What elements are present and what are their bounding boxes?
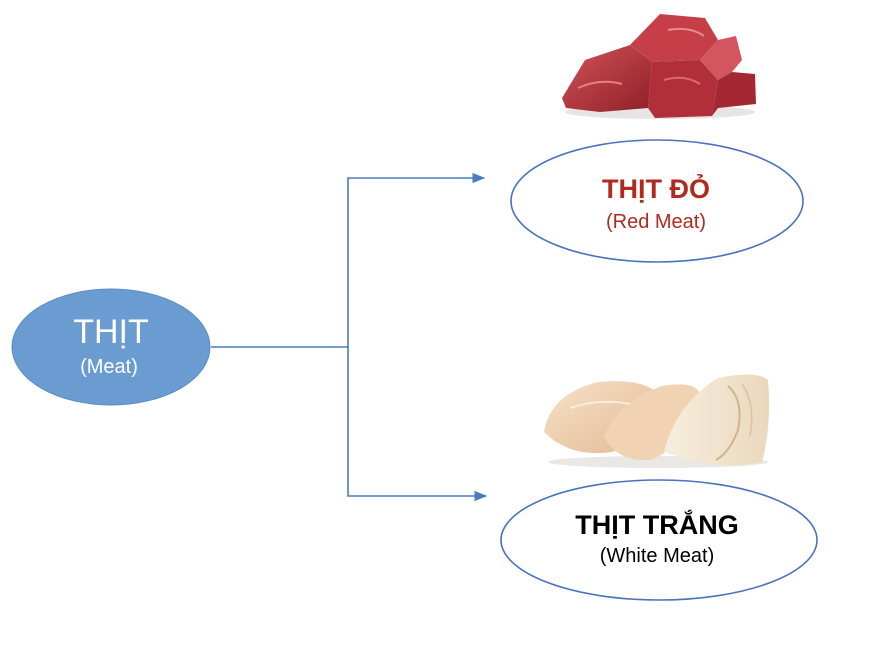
white-meat-image (544, 374, 770, 468)
connectors (211, 172, 488, 502)
edge-to-red-meat (347, 172, 486, 347)
node-red-meat-shape (510, 139, 804, 263)
edge-to-white-meat (347, 347, 488, 502)
node-white-meat: THỊT TRẮNG (White Meat) (500, 479, 818, 601)
node-meat-shape (11, 288, 211, 406)
node-red-meat-title: THỊT ĐỎ (602, 172, 710, 204)
node-white-meat-subtitle: (White Meat) (600, 545, 714, 567)
node-meat-subtitle: (Meat) (80, 356, 138, 378)
node-white-meat-title: THỊT TRẮNG (575, 509, 738, 540)
node-red-meat: THỊT ĐỎ (Red Meat) (510, 139, 804, 263)
node-red-meat-subtitle: (Red Meat) (606, 211, 706, 233)
node-meat: THỊT (Meat) (11, 288, 211, 406)
node-meat-title: THỊT (73, 313, 149, 351)
red-meat-image (562, 14, 756, 119)
node-white-meat-shape (500, 479, 818, 601)
